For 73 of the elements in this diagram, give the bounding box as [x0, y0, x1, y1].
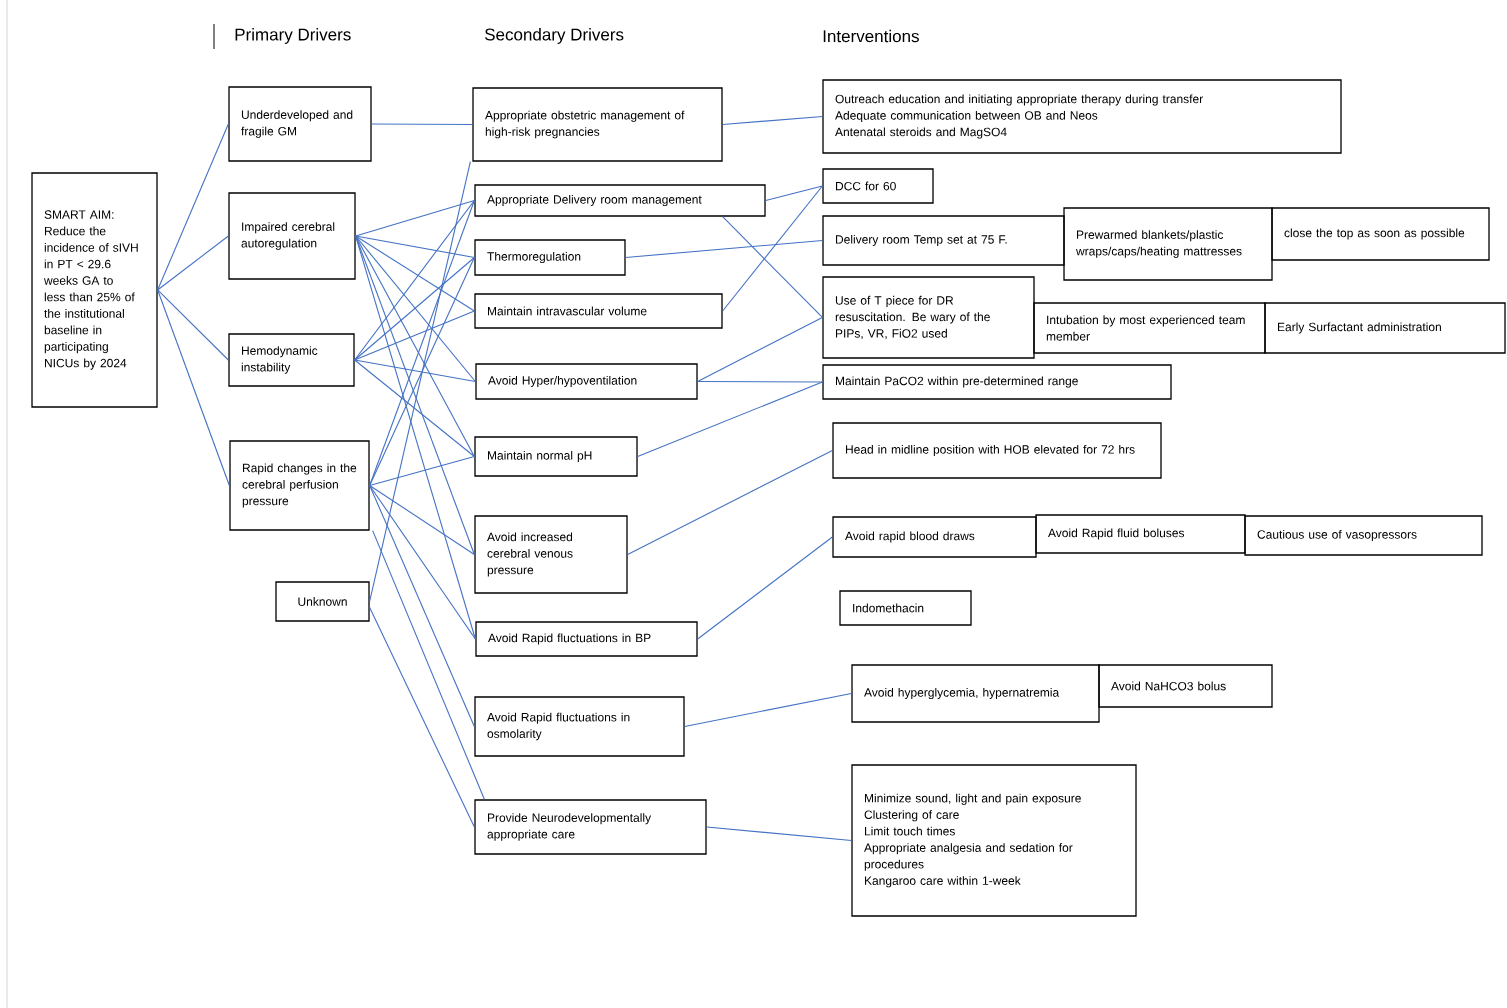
connector-line: [369, 455, 475, 487]
connector-line: [369, 484, 475, 728]
connector-line: [369, 484, 476, 640]
connector-line: [157, 289, 229, 361]
driver-box: Rapid changes in the cerebral perfusion pressure: [229, 440, 370, 531]
column-heading: Primary Drivers: [235, 28, 351, 44]
connector-line: [354, 199, 475, 361]
driver-box: Use of T piece for DR resuscitation. Be wary of the PIPs, VR, FiO2 used: [822, 276, 1035, 359]
driver-box: Early Surfactant administration: [1264, 302, 1506, 354]
connector-line: [625, 239, 823, 259]
connector-line: [355, 199, 475, 237]
driver-box: Provide Neurodevelopmentally appropriate care: [474, 799, 707, 855]
driver-box: Appropriate obstetric management of high-risk pregnancies: [472, 87, 723, 162]
connector-line: [697, 316, 823, 383]
connector-line: [722, 115, 823, 126]
driver-box: Cautious use of vasopressors: [1244, 515, 1483, 556]
driver-box: Maintain intravascular volume: [474, 293, 723, 329]
connector-line: [355, 235, 475, 458]
connector-line: [369, 161, 471, 603]
connector-line: [354, 310, 475, 361]
connector-line: [157, 235, 229, 291]
connector-line: [697, 536, 833, 640]
driver-box: Avoid Rapid fluctuations in osmolarity: [474, 696, 685, 757]
driver-box: Avoid rapid blood draws: [832, 516, 1037, 558]
connector-line: [369, 484, 475, 556]
driver-box: Head in midline position with HOB elevated for 72 hrs: [832, 422, 1162, 479]
driver-box: Maintain PaCO2 within pre-determined range: [822, 364, 1172, 400]
driver-box: Maintain normal pH: [474, 436, 638, 477]
connector-line: [157, 123, 229, 291]
connector-line: [354, 359, 475, 458]
connector-line: [355, 235, 476, 640]
driver-box: close the top as soon as possible: [1271, 207, 1490, 261]
connector-line: [684, 692, 852, 728]
connector-line: [722, 216, 823, 319]
connector-line: [371, 123, 473, 126]
column-heading: Secondary Drivers: [485, 28, 624, 44]
connector-line: [354, 256, 475, 361]
connector-line: [765, 185, 823, 202]
connector-line: [706, 826, 852, 842]
driver-box: Impaired cerebral autoregulation: [228, 192, 356, 280]
connector-line: [354, 359, 476, 383]
driver-box: SMART AIM: Reduce the incidence of sIVH in PT < 29.6 weeks GA to less than 25% of the institutional baseline in participating NICUs by 2024: [31, 172, 158, 408]
column-heading: Interventions: [823, 29, 919, 43]
driver-box: Delivery room Temp set at 75 F.: [822, 215, 1065, 266]
driver-box: Avoid hyperglycemia, hypernatremia: [851, 664, 1100, 723]
driver-box: Thermoregulation: [474, 239, 626, 276]
driver-box: Underdeveloped and fragile GM: [228, 86, 372, 162]
driver-box: Appropriate Delivery room management: [474, 184, 766, 217]
driver-box: DCC for 60: [822, 168, 934, 204]
connector-line: [627, 449, 833, 556]
driver-box: Avoid Rapid fluid boluses: [1035, 514, 1246, 554]
connector-line: [157, 289, 230, 487]
driver-box: Intubation by most experienced team member: [1033, 302, 1266, 354]
driver-box: Hemodynamic instability: [228, 333, 355, 387]
driver-box: Avoid Rapid fluctuations in BP: [475, 621, 698, 657]
connector-line: [355, 235, 475, 312]
connector-line: [369, 606, 475, 828]
driver-box: Prewarmed blankets/plastic wraps/caps/heating mattresses: [1063, 207, 1273, 281]
connector-line: [697, 380, 823, 383]
driver-box: Avoid increased cerebral venous pressure: [474, 515, 628, 594]
connector-line: [369, 256, 475, 487]
driver-box: Minimize sound, light and pain exposure Clustering of care Limit touch times Appropriate analgesia and sedation for procedures Kangaroo care within 1-week: [851, 764, 1137, 917]
driver-box: Avoid NaHCO3 bolus: [1098, 664, 1273, 708]
driver-box: Indomethacin: [839, 590, 972, 626]
driver-box: Avoid Hyper/hypoventilation: [475, 363, 698, 400]
connector-line: [372, 530, 485, 800]
driver-box: Outreach education and initiating appropriate therapy during transfer Adequate communication between OB and Neos Antenatal steroids and MagSO4: [822, 79, 1342, 154]
connector-line: [355, 235, 475, 556]
connector-line: [637, 381, 823, 458]
connector-line: [355, 235, 476, 383]
driver-box: Unknown: [275, 581, 370, 622]
connector-line: [355, 235, 475, 259]
connector-line: [722, 185, 823, 312]
